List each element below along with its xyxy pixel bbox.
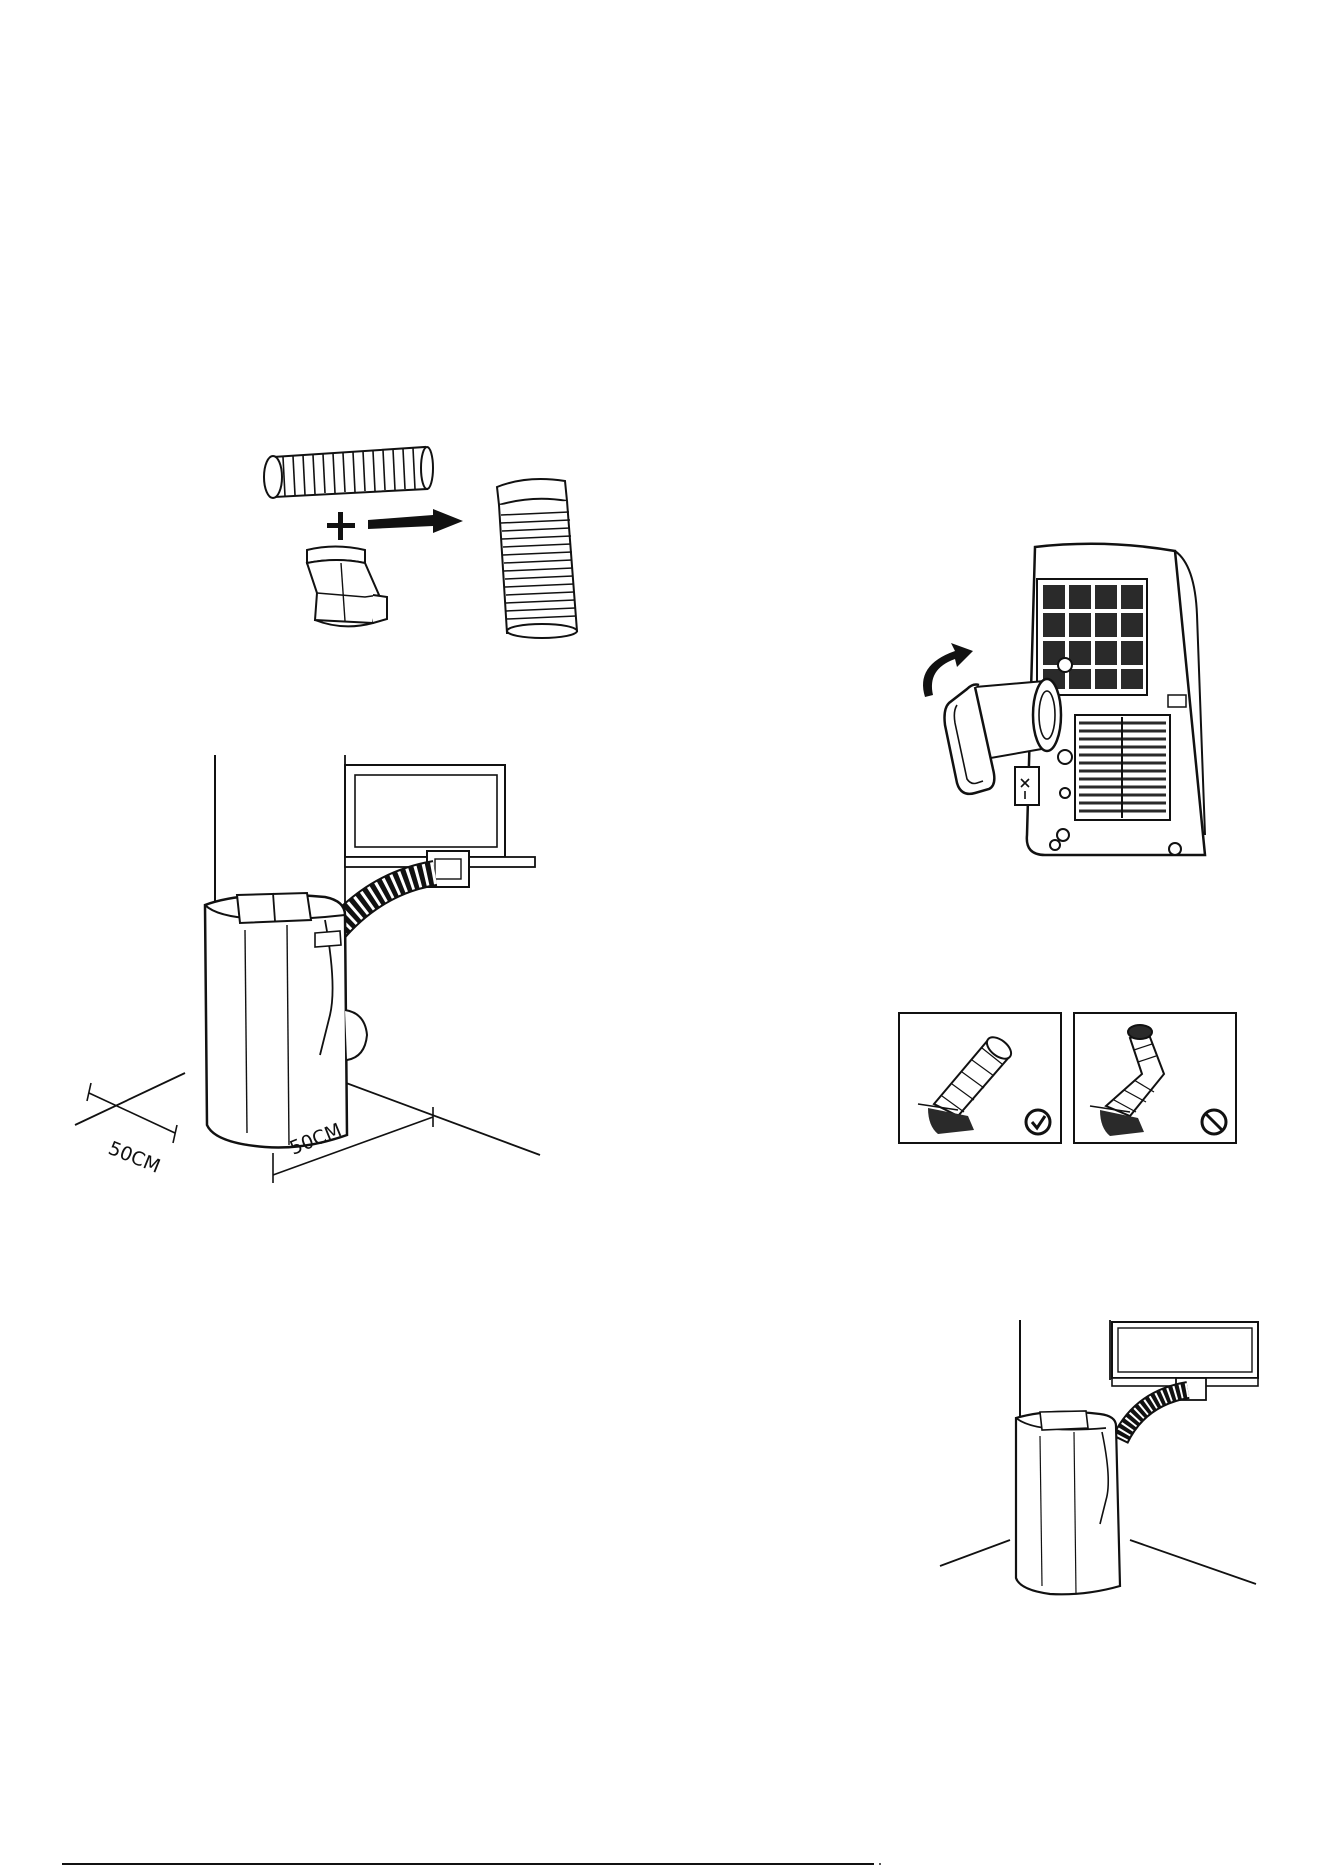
window-adapter-icon — [307, 547, 387, 627]
plus-icon — [327, 512, 355, 540]
assembled-hose-icon — [497, 479, 577, 638]
hose-bend-guidance-illustration — [898, 1012, 1238, 1144]
arrow-right-icon — [368, 509, 463, 533]
footer-mark — [879, 1863, 881, 1865]
portable-ac-unit-small-icon — [1016, 1411, 1120, 1594]
unit-rear-adapter-illustration — [875, 535, 1220, 860]
wrong-hose-panel — [1074, 1013, 1236, 1143]
installation-clearance-illustration: 50CM 50CM — [75, 755, 545, 1175]
hose-assembly-illustration — [255, 435, 605, 640]
portable-ac-unit-icon — [205, 893, 367, 1148]
correct-hose-panel — [899, 1013, 1061, 1143]
check-circle-icon — [1026, 1110, 1050, 1134]
footer-rule — [62, 1863, 874, 1865]
installed-unit-illustration — [940, 1320, 1258, 1610]
hose-icon — [264, 447, 433, 498]
left-clearance-label: 50CM — [105, 1137, 163, 1178]
